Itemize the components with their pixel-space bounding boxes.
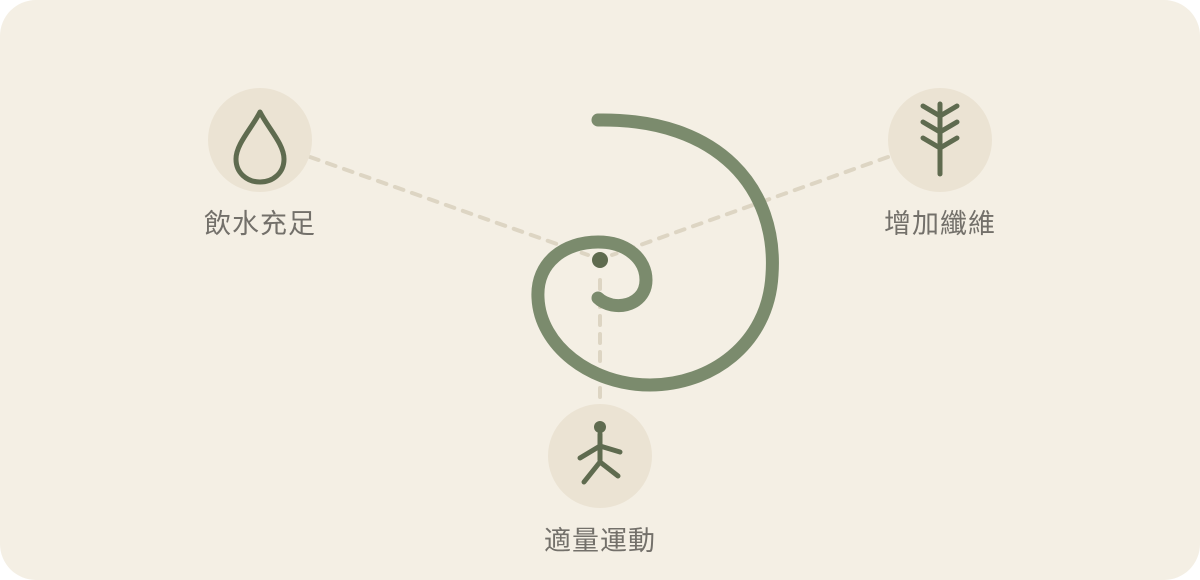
spiral-icon (531, 113, 779, 392)
connector-water (308, 155, 590, 257)
water-drop-icon (233, 109, 287, 185)
water-icon-circle (208, 88, 312, 192)
node-label-exercise: 適量運動 (544, 526, 656, 557)
node-label-water: 飲水充足 (204, 209, 316, 240)
connector-fiber (610, 155, 890, 257)
connectors (308, 155, 890, 405)
node-fiber (888, 88, 992, 192)
person-walking-icon (577, 421, 623, 485)
spiral-center-dot (592, 252, 608, 268)
node-exercise (548, 404, 652, 508)
node-label-fiber: 增加纖維 (884, 209, 996, 240)
fiber-sprig-icon (920, 101, 960, 177)
node-water (208, 88, 312, 192)
